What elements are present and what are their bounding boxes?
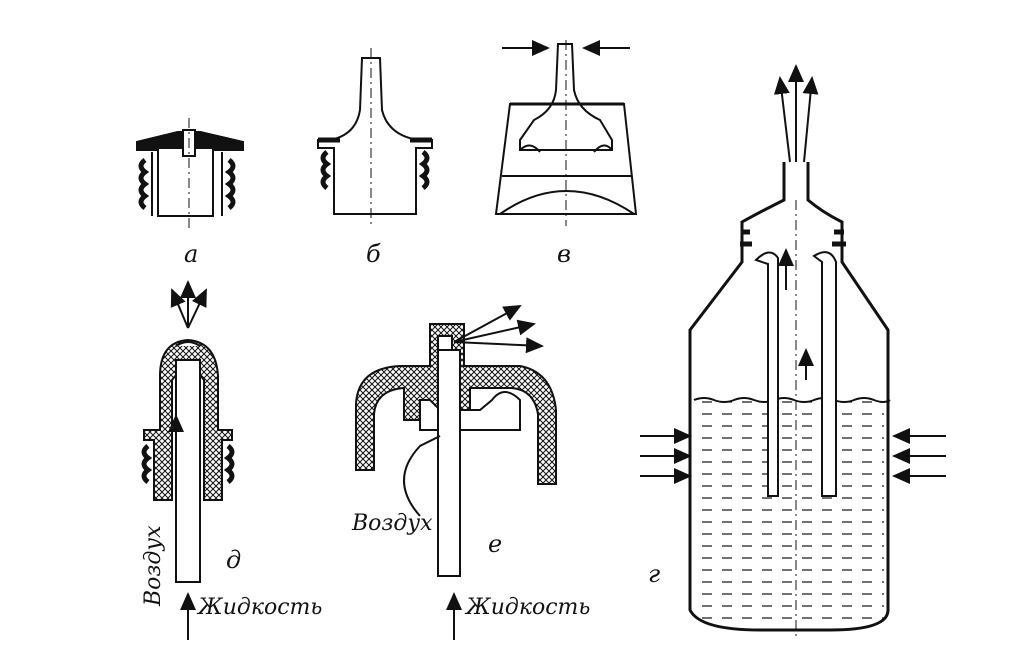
label-g: г xyxy=(648,560,660,588)
label-liquid-left: Жидкость xyxy=(196,595,322,620)
label-b: б xyxy=(366,240,381,268)
figure-g xyxy=(640,64,946,640)
label-air-center: Воздух xyxy=(351,511,433,536)
figure-v xyxy=(494,40,638,226)
figure-b xyxy=(317,48,433,226)
label-d: д xyxy=(226,546,241,574)
label-air-left: Воздух xyxy=(141,525,166,607)
label-v: в xyxy=(557,240,571,268)
figure-e xyxy=(355,305,557,640)
figure-a xyxy=(136,118,244,230)
label-e: е xyxy=(488,530,502,558)
label-liquid-center: Жидкость xyxy=(464,595,590,620)
label-a: а xyxy=(184,240,198,268)
figure-d xyxy=(141,280,235,640)
